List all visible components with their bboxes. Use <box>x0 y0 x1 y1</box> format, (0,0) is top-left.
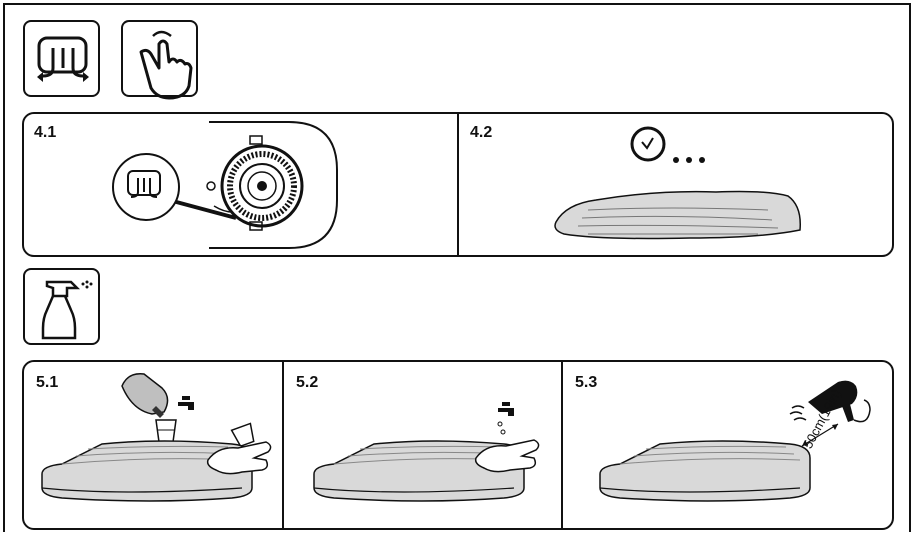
faucet-icon <box>178 396 194 410</box>
panel-divider <box>282 362 284 528</box>
mixed-solution-icon <box>230 422 255 448</box>
deflated-mattress <box>554 190 801 240</box>
hand-press-icon <box>139 30 193 100</box>
panel-divider <box>457 114 459 255</box>
cleaning-hand-icon <box>206 441 272 475</box>
panel-divider <box>561 362 563 528</box>
hair-dryer-icon <box>789 380 871 423</box>
deflate-mode-box <box>23 20 100 97</box>
water-drops <box>497 421 506 435</box>
clock-icon <box>630 126 666 162</box>
waiting-dots <box>673 157 705 163</box>
deflate-valve-icon <box>127 170 161 198</box>
step-label-4-2: 4.2 <box>470 124 493 141</box>
step-label-5-3: 5.3 <box>575 374 598 391</box>
airbed-illustration <box>313 440 525 502</box>
deflate-callout <box>112 153 180 221</box>
hand-mode-box <box>121 20 198 100</box>
deflate-valve-icon <box>37 36 89 82</box>
step-label-5-2: 5.2 <box>296 374 319 391</box>
faucet-icon <box>498 402 514 416</box>
airbed-illustration <box>41 440 253 502</box>
step-label-4-1: 4.1 <box>34 124 57 141</box>
instruction-sheet <box>3 3 911 532</box>
spray-bottle-icon <box>41 280 93 340</box>
distance-arrow <box>801 423 839 447</box>
step-label-5-1: 5.1 <box>36 374 59 391</box>
section-4-panel: 4.1 4.2 <box>22 112 894 257</box>
clean-mode-box <box>23 268 100 345</box>
airbed-illustration <box>599 440 811 502</box>
cleaning-hand-icon <box>474 439 540 473</box>
water-cup-icon <box>155 419 177 443</box>
valve-illustration <box>153 121 338 249</box>
section-5-panel: 5.1 5.2 5.3 <box>22 360 894 530</box>
detergent-bottle-icon <box>121 373 169 418</box>
